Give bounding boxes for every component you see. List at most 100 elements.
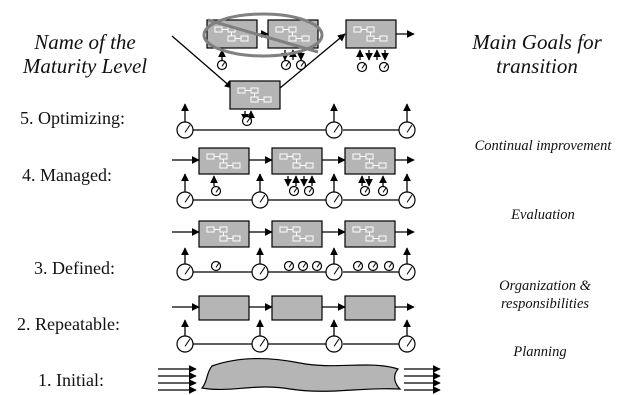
gauge-icon: [398, 335, 416, 353]
gauge-dial: [325, 335, 343, 353]
gauge-dial: [325, 121, 343, 139]
diagonal-arrow: [171, 35, 233, 89]
row-defined: [172, 220, 416, 281]
row-managed: [172, 147, 416, 209]
gauge-dial: [288, 185, 300, 197]
gauge-icon: [398, 263, 416, 281]
gauge-needle: [285, 62, 290, 67]
gauge-needle: [382, 188, 387, 193]
gauge-dial: [398, 263, 416, 281]
gauge-icon: [359, 185, 371, 197]
gauge-needle: [246, 118, 251, 123]
process-box: [344, 147, 396, 175]
gauge-needle: [259, 194, 266, 203]
gauge-needle: [259, 338, 266, 347]
gauge-dial: [297, 260, 309, 272]
gauge-icon: [398, 191, 416, 209]
process-box-rect: [344, 295, 396, 321]
goal-planning-line1: Planning: [513, 344, 567, 360]
gauge-needle: [406, 266, 413, 275]
gauge-icon: [251, 263, 269, 281]
gauge-dial: [398, 335, 416, 353]
gauge-icon: [280, 59, 292, 71]
gauge-needle: [357, 263, 362, 268]
gauge-icon: [356, 61, 368, 73]
gauge-dial: [311, 260, 323, 272]
gauge-icon: [311, 260, 323, 272]
gauge-needle: [288, 263, 293, 268]
gauge-needle: [406, 124, 413, 133]
gauge-icon: [383, 260, 395, 272]
gauge-needle: [221, 62, 226, 67]
gauge-dial: [325, 191, 343, 209]
gauge-dial: [216, 59, 228, 71]
gauge-dial: [356, 61, 368, 73]
gauge-dial: [241, 115, 253, 127]
gauge-icon: [241, 115, 253, 127]
goal-evaluation-line1: Evaluation: [511, 207, 575, 223]
gauge-icon: [176, 263, 194, 281]
process-box: [271, 147, 323, 175]
gauge-icon: [325, 263, 343, 281]
process-box: [271, 220, 323, 248]
chaotic-process-blob: [200, 357, 402, 392]
flowchart-icon: [206, 226, 241, 242]
gauge-icon: [176, 335, 194, 353]
gauge-dial: [251, 263, 269, 281]
goal-continual-improvement: Continual improvement: [448, 137, 637, 155]
process-box-rect: [198, 295, 250, 321]
level-optimizing-label: 5. Optimizing:: [20, 108, 125, 128]
gauge-icon: [210, 260, 222, 272]
gauge-dial: [283, 260, 295, 272]
gauge-dial: [383, 260, 395, 272]
gauge-dial: [398, 121, 416, 139]
gauge-icon: [367, 260, 379, 272]
row-optimizing: [176, 103, 416, 139]
main-goals-header-line2: transition: [496, 54, 578, 78]
gauge-needle: [383, 64, 388, 69]
gauge-dial: [210, 185, 222, 197]
gauge-dial: [176, 191, 194, 209]
flowchart-icon: [279, 153, 314, 169]
gauge-icon: [352, 260, 364, 272]
flowchart-icon: [352, 153, 387, 169]
gauge-dial: [251, 191, 269, 209]
gauge-icon: [216, 59, 228, 71]
gauge-dial: [176, 263, 194, 281]
process-box: [198, 220, 250, 248]
gauge-needle: [184, 194, 191, 203]
gauge-dial: [377, 185, 389, 197]
row-repeatable: [172, 295, 416, 353]
gauge-icon: [325, 335, 343, 353]
gauge-needle: [259, 266, 266, 275]
gauge-dial: [398, 191, 416, 209]
gauge-needle: [388, 263, 393, 268]
gauge-needle: [316, 263, 321, 268]
gauge-icon: [303, 185, 315, 197]
flowchart-icon: [275, 26, 310, 42]
main-goals-header: Main Goals for transition: [452, 30, 622, 78]
gauge-icon: [210, 185, 222, 197]
gauge-needle: [364, 188, 369, 193]
gauge-dial: [251, 335, 269, 353]
flowchart-icon: [237, 87, 272, 103]
level-name-header: Name of the Maturity Level: [10, 30, 160, 78]
gauge-needle: [300, 62, 305, 67]
goal-evaluation: Evaluation: [478, 206, 608, 224]
flowchart-icon: [206, 153, 241, 169]
process-box: [229, 80, 281, 110]
gauge-dial: [280, 59, 292, 71]
gauge-icon: [297, 260, 309, 272]
goal-planning: Planning: [490, 343, 590, 361]
gauge-icon: [295, 59, 307, 71]
level-repeatable-label: 2. Repeatable:: [17, 314, 120, 334]
level-defined-label: 3. Defined:: [34, 258, 115, 278]
gauge-dial: [359, 185, 371, 197]
gauge-needle: [293, 188, 298, 193]
gauge-icon: [398, 121, 416, 139]
process-box: [206, 19, 258, 49]
goal-organization-responsibilities: Organization & responsibilities: [470, 277, 620, 313]
gauge-needle: [302, 263, 307, 268]
flowchart-icon: [352, 226, 387, 242]
